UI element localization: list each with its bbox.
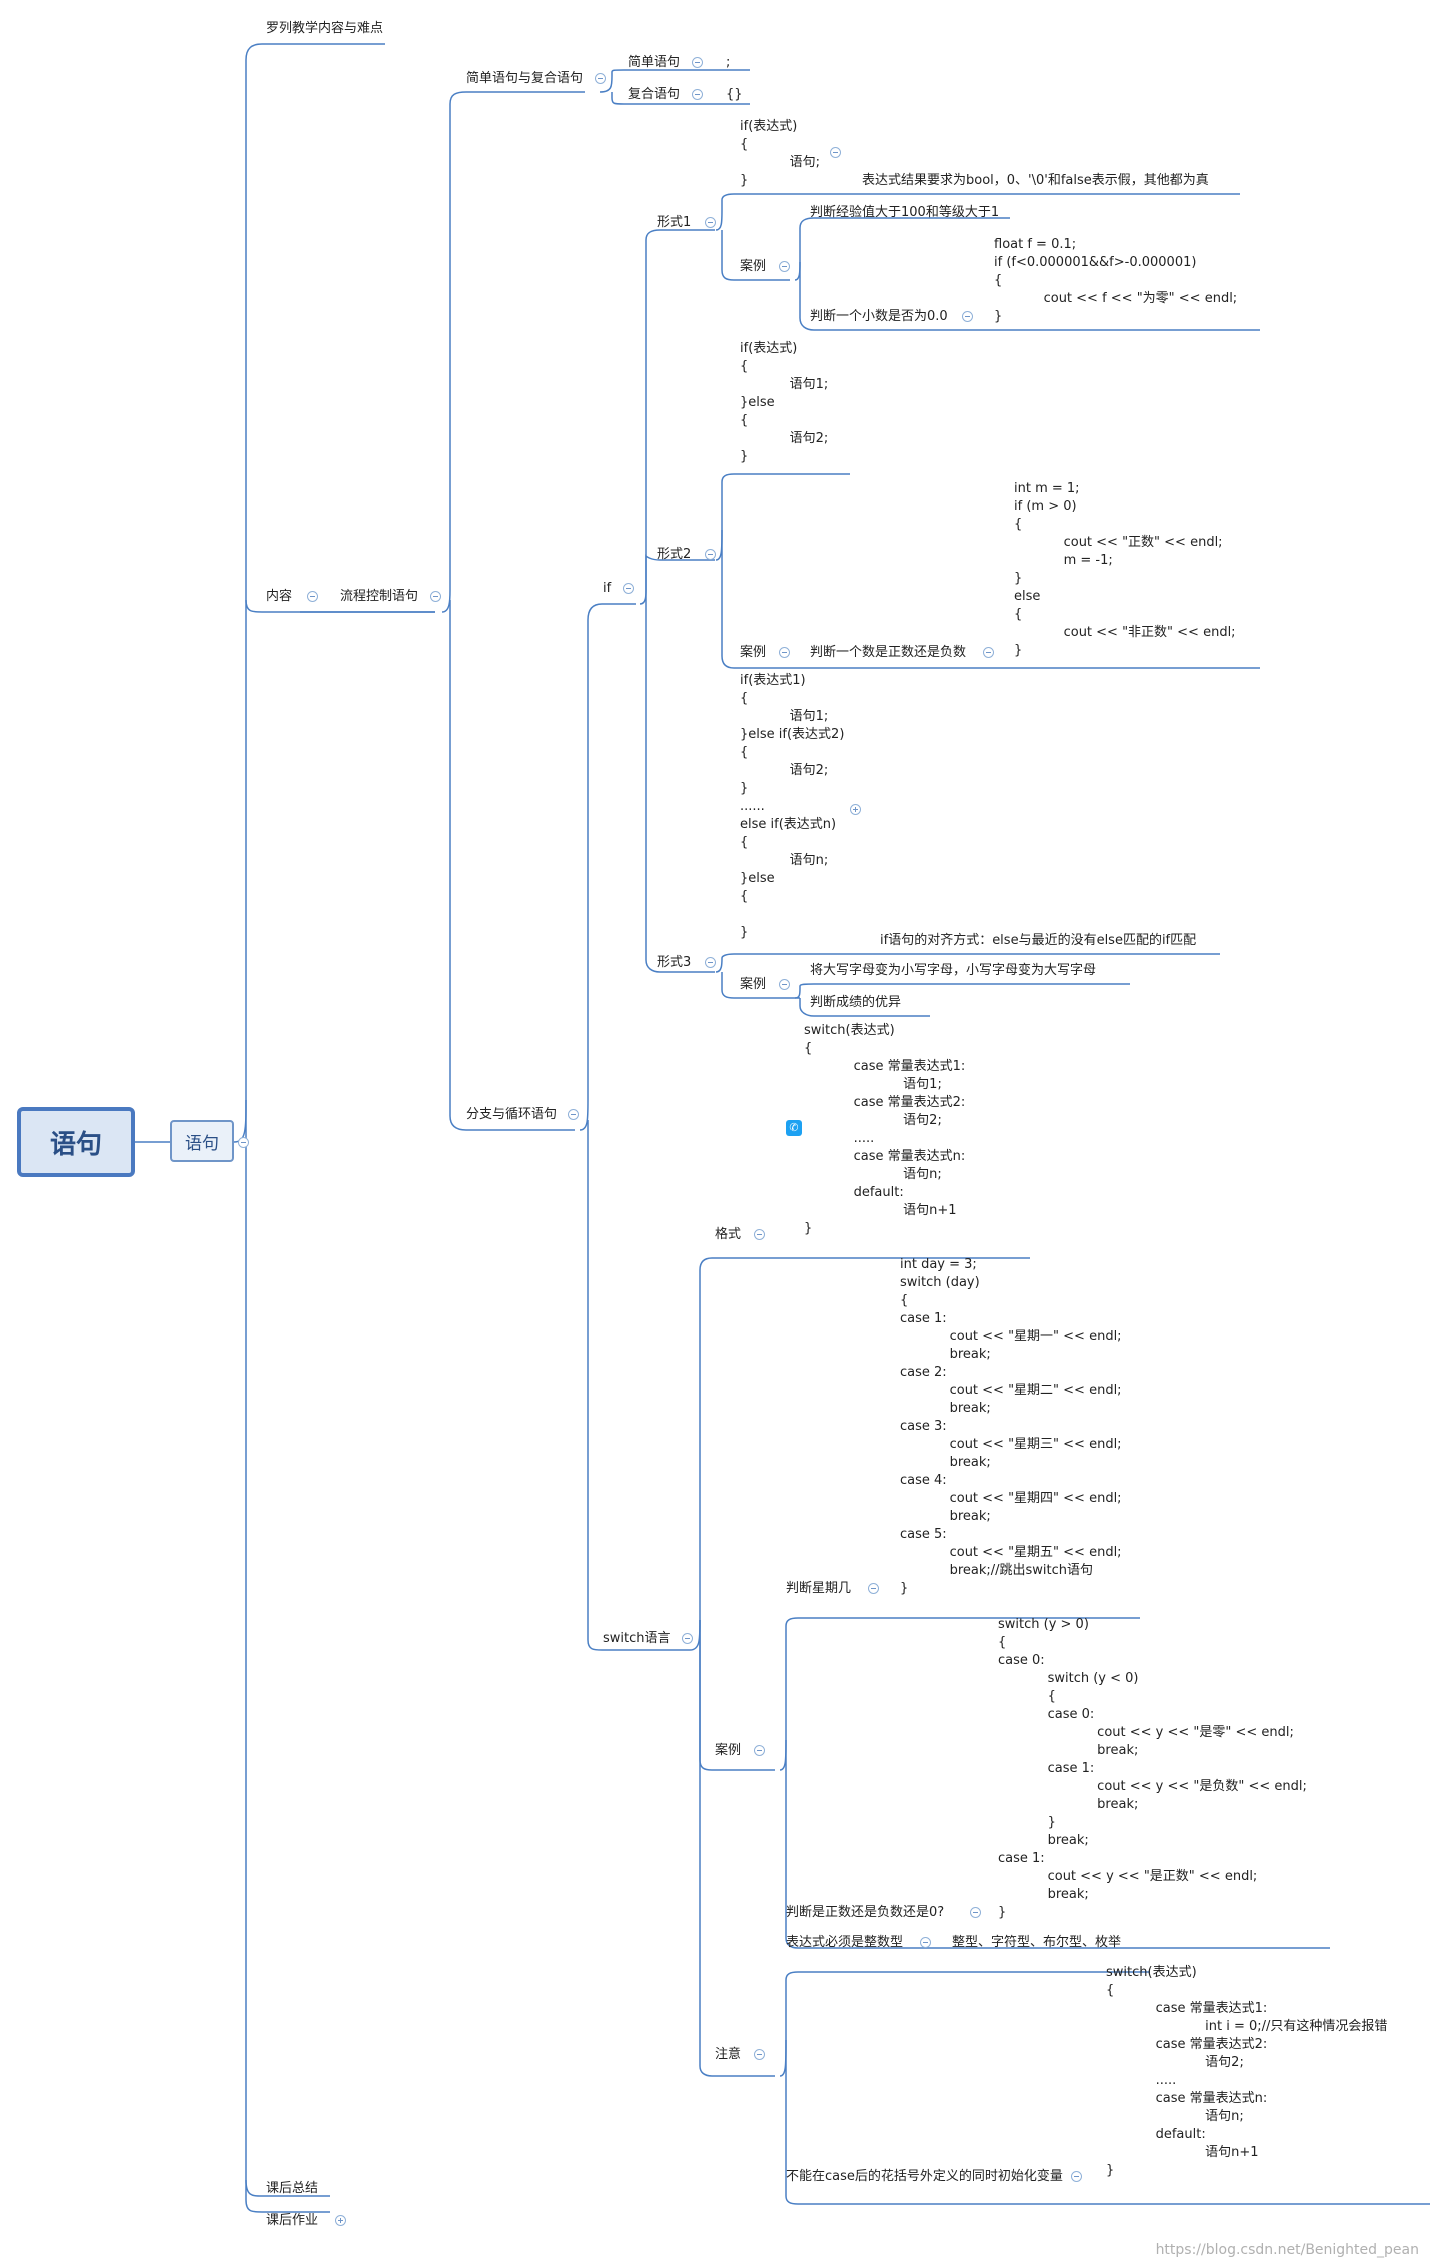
collapse-icon[interactable] <box>705 217 716 228</box>
subroot-node[interactable]: 语句 <box>170 1120 234 1162</box>
form3-syntax: if(表达式1) { 语句1; }else if(表达式2) { 语句2; } … <box>740 673 845 940</box>
form2-case-title[interactable]: 判断一个数是正数还是负数 <box>810 645 967 660</box>
collapse-icon[interactable] <box>779 647 790 658</box>
collapse-icon[interactable] <box>682 1633 693 1644</box>
node-compound-statement[interactable]: 复合语句 <box>628 87 681 102</box>
form1-syntax: if(表达式) { 语句; } <box>740 119 820 188</box>
node-teaching-points[interactable]: 罗列教学内容与难点 <box>266 21 384 36</box>
collapse-icon[interactable] <box>705 957 716 968</box>
root-node[interactable]: 语句 <box>17 1107 135 1177</box>
node-homework[interactable]: 课后作业 <box>266 2213 319 2228</box>
node-simple-value[interactable]: ; <box>726 55 731 70</box>
collapse-icon[interactable] <box>970 1907 981 1918</box>
node-summary[interactable]: 课后总结 <box>266 2181 319 2196</box>
collapse-icon[interactable] <box>430 591 441 602</box>
form3-case1[interactable]: 将大写字母变为小写字母，小写字母变为大写字母 <box>810 963 1097 978</box>
form1-case2[interactable]: 判断一个小数是否为0.0 <box>810 309 948 324</box>
collapse-icon[interactable] <box>868 1583 879 1594</box>
form2-case[interactable]: 案例 <box>740 645 767 660</box>
collapse-icon[interactable] <box>962 311 973 322</box>
collapse-icon[interactable] <box>692 89 703 100</box>
form3-case[interactable]: 案例 <box>740 977 767 992</box>
node-form1[interactable]: 形式1 <box>657 215 692 230</box>
collapse-icon[interactable] <box>1071 2171 1082 2182</box>
form1-case[interactable]: 案例 <box>740 259 767 274</box>
form1-note[interactable]: 表达式结果要求为bool，0、'\0'和false表示假，其他都为真 <box>862 173 1209 188</box>
phone-icon[interactable]: ✆ <box>786 1120 802 1136</box>
node-content[interactable]: 内容 <box>266 589 293 604</box>
collapse-icon[interactable] <box>623 583 634 594</box>
node-branch-loop[interactable]: 分支与循环语句 <box>466 1107 558 1122</box>
collapse-icon[interactable] <box>779 261 790 272</box>
switch-note2-code: switch(表达式) { case 常量表达式1: int i = 0;//只… <box>1106 1965 1388 2178</box>
collapse-icon[interactable] <box>830 147 841 158</box>
node-switch[interactable]: switch语言 <box>603 1631 671 1646</box>
switch-note1[interactable]: 表达式必须是整数型 <box>786 1935 904 1950</box>
switch-note[interactable]: 注意 <box>715 2047 742 2062</box>
node-flow-control[interactable]: 流程控制语句 <box>340 589 419 604</box>
node-simple-compound[interactable]: 简单语句与复合语句 <box>466 71 584 86</box>
node-simple-statement[interactable]: 简单语句 <box>628 55 681 70</box>
node-form2[interactable]: 形式2 <box>657 547 692 562</box>
switch-format-code: switch(表达式) { case 常量表达式1: 语句1; case 常量表… <box>804 1023 966 1236</box>
collapse-icon[interactable] <box>568 1109 579 1120</box>
form1-case2-code: float f = 0.1; if (f<0.000001&&f>-0.0000… <box>994 237 1238 324</box>
form2-case-code: int m = 1; if (m > 0) { cout << "正数" << … <box>1014 481 1236 658</box>
switch-note2[interactable]: 不能在case后的花括号外定义的同时初始化变量 <box>786 2169 1063 2184</box>
collapse-icon[interactable] <box>754 2049 765 2060</box>
watermark: https://blog.csdn.net/Benighted_pean <box>1155 2242 1419 2258</box>
collapse-icon[interactable] <box>595 73 606 84</box>
switch-day-title[interactable]: 判断星期几 <box>786 1581 852 1596</box>
collapse-icon[interactable] <box>705 549 716 560</box>
node-if[interactable]: if <box>603 581 612 596</box>
form2-syntax: if(表达式) { 语句1; }else { 语句2; } <box>740 341 829 464</box>
switch-sign-title[interactable]: 判断是正数还是负数还是0? <box>786 1905 945 1920</box>
collapse-icon[interactable] <box>779 979 790 990</box>
collapse-icon[interactable] <box>692 57 703 68</box>
collapse-icon[interactable] <box>238 1137 249 1148</box>
form3-case2[interactable]: 判断成绩的优异 <box>810 995 902 1010</box>
form1-case1[interactable]: 判断经验值大于100和等级大于1 <box>810 205 1000 220</box>
switch-note1-value[interactable]: 整型、字符型、布尔型、枚举 <box>952 1935 1122 1950</box>
form3-note[interactable]: if语句的对齐方式：else与最近的没有else匹配的if匹配 <box>880 933 1197 948</box>
expand-icon[interactable] <box>335 2215 346 2226</box>
expand-icon[interactable] <box>850 804 861 815</box>
switch-case[interactable]: 案例 <box>715 1743 742 1758</box>
collapse-icon[interactable] <box>920 1937 931 1948</box>
node-form3[interactable]: 形式3 <box>657 955 692 970</box>
switch-format[interactable]: 格式 <box>715 1227 742 1242</box>
switch-day-code: int day = 3; switch (day) { case 1: cout… <box>900 1257 1122 1596</box>
node-compound-value[interactable]: {} <box>726 87 743 102</box>
collapse-icon[interactable] <box>754 1229 765 1240</box>
collapse-icon[interactable] <box>983 647 994 658</box>
collapse-icon[interactable] <box>754 1745 765 1756</box>
switch-sign-code: switch (y > 0) { case 0: switch (y < 0) … <box>998 1617 1307 1920</box>
collapse-icon[interactable] <box>307 591 318 602</box>
